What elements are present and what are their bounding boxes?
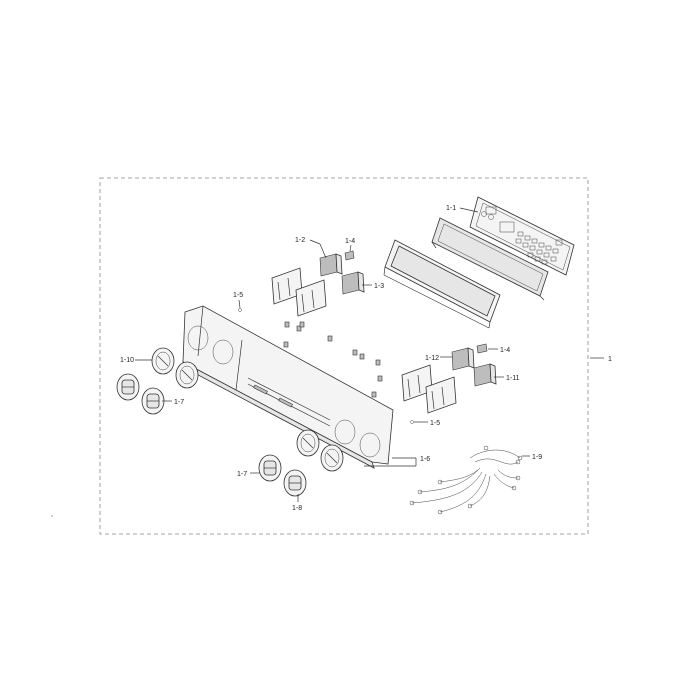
label-1-7-lower: 1-7 <box>237 471 247 478</box>
part-knob-1-7-left <box>141 387 165 415</box>
part-screw-1-5-right <box>410 420 414 424</box>
part-switch-bracket-right <box>401 364 457 414</box>
label-1-11: 1-11 <box>506 375 520 382</box>
part-knob-ring-1-10 <box>151 347 175 375</box>
label-1-7-left: 1-7 <box>174 399 184 406</box>
part-small-fasteners <box>283 321 383 398</box>
part-display-housing <box>383 239 501 329</box>
label-1-6: 1-6 <box>420 456 430 463</box>
label-1-5-lower: 1-5 <box>430 420 440 427</box>
assembly-boundary <box>99 177 589 535</box>
part-switch-bracket-left <box>271 267 327 317</box>
part-control-panel <box>182 305 394 469</box>
leader-lines <box>135 207 604 502</box>
label-1: 1 <box>608 356 612 363</box>
stray-dot <box>51 515 53 517</box>
part-knob-ring-lower-2 <box>320 444 344 472</box>
label-1-9: 1-9 <box>532 454 542 461</box>
label-1-2: 1-2 <box>295 237 305 244</box>
part-display-frame-inner <box>431 217 549 301</box>
part-wire-harness <box>409 445 523 515</box>
part-screw-1-5-left <box>238 308 242 312</box>
part-clip-1-4-left <box>344 250 355 261</box>
part-switch-1-2 <box>319 253 343 277</box>
label-1-4-upper: 1-4 <box>345 238 355 245</box>
part-knob-1-7-lower <box>258 454 282 482</box>
part-switch-1-11 <box>473 363 497 387</box>
part-clip-1-4-right <box>476 343 488 354</box>
part-knob-ring-left-2 <box>175 361 199 389</box>
label-1-3: 1-3 <box>374 283 384 290</box>
part-display-overlay <box>469 196 575 276</box>
part-knob-1-10 <box>116 373 140 401</box>
part-switch-1-12 <box>451 347 475 371</box>
label-1-5-upper: 1-5 <box>233 292 243 299</box>
part-switch-1-3 <box>341 271 365 295</box>
label-1-1: 1-1 <box>446 205 456 212</box>
part-knob-1-8 <box>283 469 307 497</box>
label-1-8: 1-8 <box>292 505 302 512</box>
label-1-10: 1-10 <box>120 357 134 364</box>
label-1-4-lower: 1-4 <box>500 347 510 354</box>
part-knob-ring-lower-1 <box>296 429 320 457</box>
label-1-12: 1-12 <box>425 355 439 362</box>
